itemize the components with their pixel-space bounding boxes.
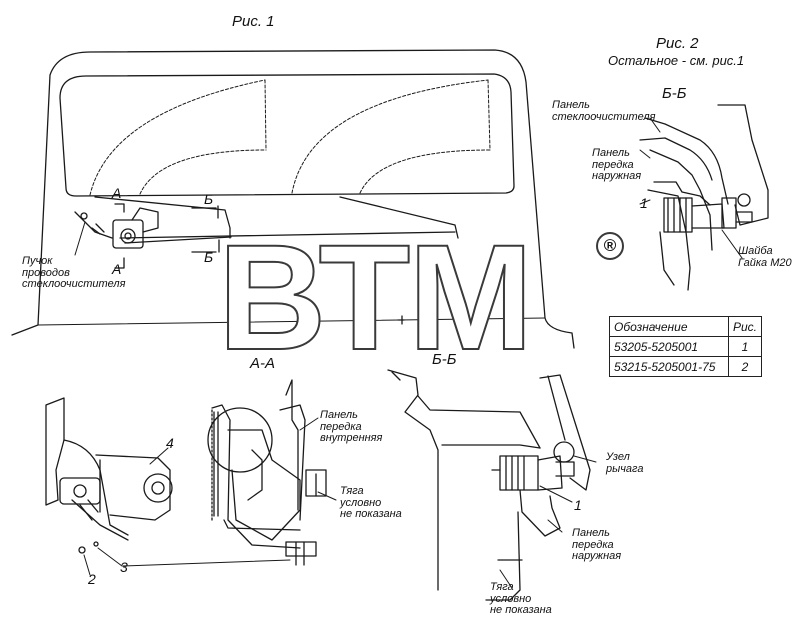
bb-section — [387, 369, 591, 601]
callout-rod-bb: Тяга условно не показана — [490, 581, 552, 617]
cab-front-outline — [11, 49, 575, 349]
registered-mark: ® — [596, 232, 624, 260]
aa-leaders — [83, 447, 291, 576]
windshield-frame — [59, 73, 515, 197]
callout-front-panel-inner: Панель передка внутренняя — [320, 409, 383, 445]
wiper-sweep-areas — [89, 79, 491, 196]
watermark: ВТМ ® — [217, 221, 624, 373]
fig2-section — [639, 104, 769, 291]
wiper-motor-fig1 — [74, 207, 159, 249]
fig1-title: Рис. 1 — [232, 13, 275, 30]
table-row: 53215-5205001-75 2 — [609, 356, 763, 377]
specification-table: Обозначение Рис. 53205-5205001 1 53215-5… — [609, 316, 763, 377]
item-number-bb-1: 1 — [574, 497, 582, 513]
section-aa-label: А-А — [250, 355, 276, 372]
cut-mark-a-top: А — [112, 185, 122, 201]
item-number-aa-4: 4 — [166, 435, 174, 451]
item-number-fig2-1: 1 — [640, 195, 648, 211]
cut-mark-b-bottom: Б — [204, 249, 214, 265]
leader-wire-bundle — [74, 221, 86, 256]
table-cell-designation: 53205-5205001 — [609, 336, 729, 357]
fig2-note: Остальное - см. рис.1 — [608, 53, 745, 68]
table-row: 53205-5205001 1 — [609, 336, 763, 357]
aa-panel-section — [207, 379, 327, 566]
bb-callout-leaders — [499, 455, 597, 589]
table-cell-figure: 1 — [727, 336, 763, 357]
callout-front-panel-outer-bb: Панель передка наружная — [572, 527, 622, 563]
callout-front-panel-outer-fig2: Панель передка наружная — [592, 147, 642, 183]
cut-mark-a-bottom: А — [112, 261, 122, 277]
cut-mark-b-top: Б — [204, 191, 214, 207]
callout-lever-unit: Узел рычага — [606, 451, 644, 475]
aa-callout-leaders — [299, 417, 337, 501]
watermark-text: ВТМ — [217, 213, 534, 381]
callout-rod-aa: Тяга условно не показана — [340, 485, 402, 521]
table-cell-figure: 2 — [727, 356, 763, 377]
callout-wiper-panel: Панель стеклоочистителя — [552, 99, 656, 123]
header-figure: Рис. — [727, 316, 763, 337]
section-cut-marks-fig1 — [114, 203, 405, 325]
item-number-aa-3: 3 — [120, 559, 128, 575]
fig2-section-label: Б-Б — [662, 85, 687, 102]
callout-washer-nut: Шайба Гайка М20 — [738, 245, 792, 269]
item-number-aa-2: 2 — [88, 571, 96, 587]
table-header-row: Обозначение Рис. — [609, 316, 763, 337]
aa-motor-assembly — [45, 397, 173, 554]
fig2-title: Рис. 2 — [656, 35, 699, 52]
table-cell-designation: 53215-5205001-75 — [609, 356, 729, 377]
callout-wire-bundle: Пучок проводов стеклоочистителя — [22, 255, 126, 291]
header-designation: Обозначение — [609, 316, 729, 337]
section-bb-label: Б-Б — [432, 351, 457, 368]
